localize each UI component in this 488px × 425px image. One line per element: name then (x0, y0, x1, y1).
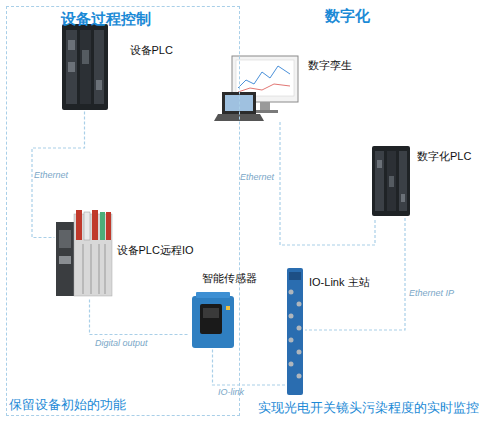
edge-label: Ethernet (240, 172, 274, 182)
device-node: 智能传感器 (190, 292, 236, 350)
plc-illustration (62, 24, 108, 110)
node-label: 设备PLC远程IO (117, 244, 194, 257)
device-node: 数字孪生 (222, 55, 302, 122)
node-label: 设备PLC (130, 44, 173, 57)
dashed-connector (32, 112, 85, 238)
dashed-connector (213, 350, 286, 386)
edge-label: IO-link (218, 387, 244, 397)
device-node: 设备PLC (58, 22, 112, 112)
device-node: 设备PLC远程IO (55, 208, 113, 300)
iolink-master-illustration (287, 268, 303, 395)
computer-illustration (214, 56, 298, 121)
node-label: 设备过程控制 (61, 10, 151, 28)
node-label: 数字化PLC (417, 150, 471, 163)
remote-io-illustration (56, 210, 112, 296)
dashed-connector (280, 122, 375, 245)
edge-label: Digital output (95, 338, 148, 348)
edge-label: Ethernet IP (409, 288, 454, 298)
dashed-connector (90, 300, 190, 335)
section-title: 数字化 (325, 7, 370, 26)
node-label: IO-Link 主站 (309, 276, 370, 289)
section-note: 实现光电开关镜头污染程度的实时监控 (258, 399, 479, 417)
node-label: 智能传感器 (202, 272, 257, 285)
node-label: 数字孪生 (308, 59, 352, 72)
group-box: 设备过程控制保留设备初始的功能 设备PLC 设备PLC远程IO 智能传感器 (6, 6, 240, 416)
sensor-illustration (192, 292, 234, 348)
plc-illustration (372, 146, 410, 216)
node-label: 保留设备初始的功能 (9, 397, 126, 413)
device-node: IO-Link 主站 (285, 268, 305, 395)
device-node: 数字化PLC (370, 145, 412, 218)
dashed-connector (305, 218, 405, 330)
edge-label: Ethernet (34, 170, 68, 180)
